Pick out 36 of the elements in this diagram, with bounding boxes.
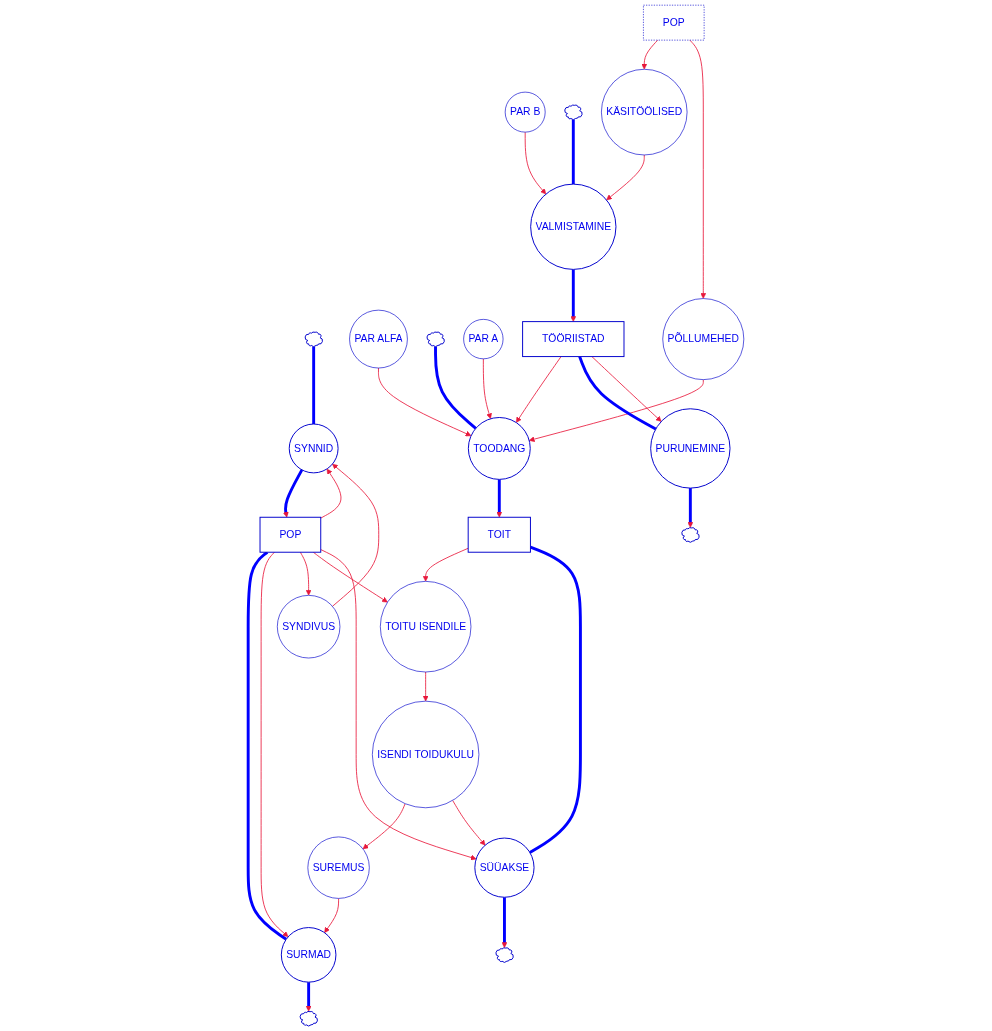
node-circle: KÄSITÖÖLISED — [601, 68, 688, 156]
node-cloud — [495, 947, 514, 963]
node-cloud — [299, 1010, 318, 1027]
node-circle: PÕLLUMEHED — [662, 298, 745, 380]
arrow — [501, 897, 508, 948]
node-circle: TOITU ISENDILE — [379, 581, 472, 673]
node-cloud — [564, 104, 583, 120]
node-cloud — [304, 331, 323, 347]
node-circle: TOODANG — [467, 417, 531, 480]
node-box: POP — [643, 4, 705, 41]
node-circle: VALMISTAMINE — [530, 183, 617, 270]
node-circle: SUREMUS — [307, 836, 370, 899]
node-circle: PAR A — [463, 319, 504, 360]
node-circle: PAR B — [504, 91, 546, 133]
node-cloud — [426, 331, 445, 347]
node-circle: SYNDIVUS — [276, 595, 341, 659]
node-box: TÖÖRIISTAD — [522, 321, 625, 358]
node-box: POP — [259, 516, 322, 553]
node-cloud — [681, 527, 700, 543]
arrow — [283, 469, 304, 518]
node-circle: PURUNEMINE — [650, 408, 731, 489]
arrow — [687, 488, 694, 528]
connector — [529, 545, 582, 854]
connector — [434, 346, 477, 430]
node-circle: PAR ALFA — [349, 309, 408, 369]
arrow — [570, 269, 577, 322]
connector — [571, 119, 575, 185]
node-circle: ISENDI TOIDUKULU — [372, 700, 480, 809]
node-box: TOIT — [467, 516, 531, 553]
connector — [312, 346, 316, 424]
connector — [578, 356, 657, 431]
arrow — [305, 982, 312, 1012]
arrow — [496, 479, 503, 518]
node-circle: SÜÜAKSE — [474, 837, 535, 898]
node-circle: SURMAD — [280, 927, 337, 983]
node-circle: SYNNID — [288, 423, 339, 474]
